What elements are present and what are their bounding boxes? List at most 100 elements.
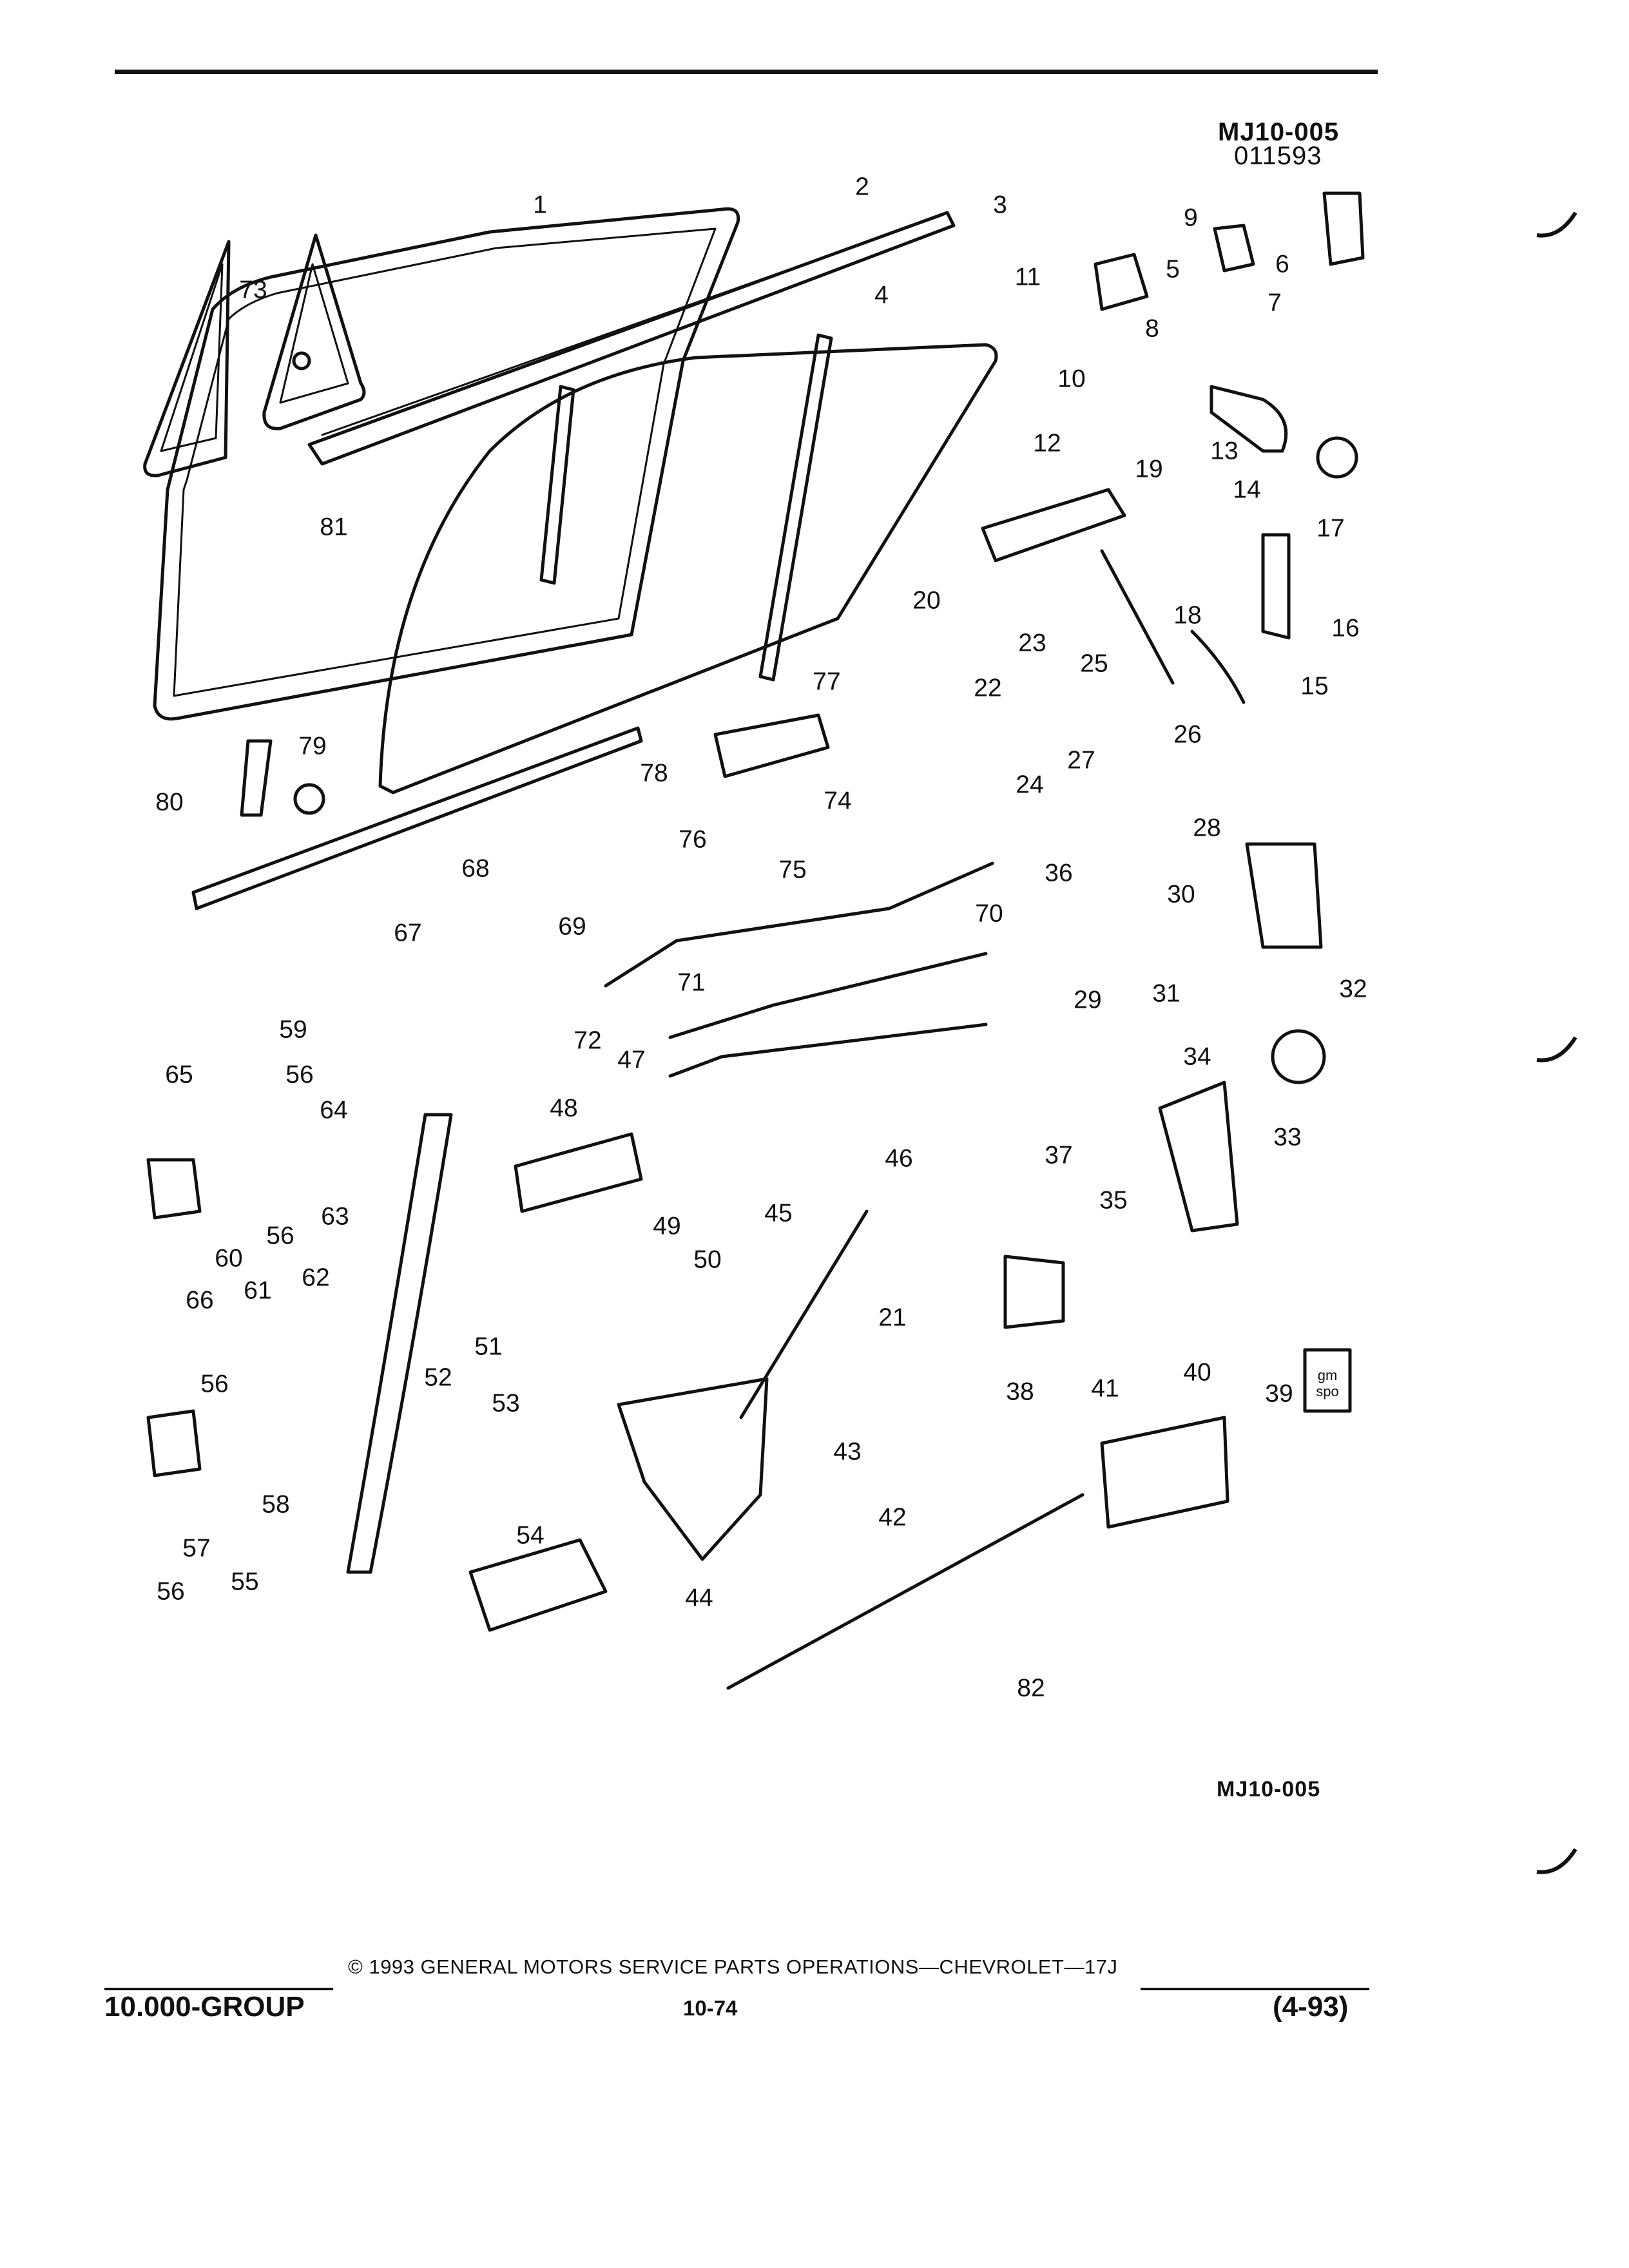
footer-date: (4-93) (1273, 1991, 1349, 2023)
margin-mark-middle (1536, 1036, 1577, 1062)
top-rule (115, 70, 1378, 74)
callout-76: 76 (679, 825, 707, 854)
part-47 (668, 1023, 988, 1078)
callout-34: 34 (1183, 1043, 1211, 1071)
callout-45: 45 (764, 1199, 793, 1227)
callout-10: 10 (1057, 365, 1086, 393)
callout-25: 25 (1080, 649, 1108, 678)
callout-23: 23 (1018, 629, 1046, 657)
diagram-code-bottom: MJ10-005 (1217, 1777, 1321, 1802)
callout-21: 21 (878, 1303, 907, 1332)
part-40 (1100, 1416, 1229, 1529)
callout-56-b: 56 (266, 1222, 294, 1250)
callout-32: 32 (1339, 975, 1367, 1003)
part-20 (981, 488, 1126, 562)
callout-16: 16 (1331, 614, 1360, 642)
callout-20: 20 (912, 586, 941, 615)
callout-1: 1 (533, 191, 547, 219)
callout-17: 17 (1316, 514, 1345, 543)
callout-77: 77 (813, 668, 841, 696)
callout-19: 19 (1135, 455, 1163, 483)
callout-4: 4 (874, 281, 889, 309)
callout-31: 31 (1152, 979, 1181, 1008)
part-13 (1210, 385, 1288, 453)
part-76 (713, 713, 830, 778)
callout-61: 61 (244, 1276, 272, 1305)
callout-55: 55 (231, 1568, 259, 1596)
callout-60: 60 (215, 1244, 243, 1273)
part-belt-moulding (307, 211, 956, 466)
callout-80: 80 (155, 788, 184, 816)
callout-30: 30 (1167, 880, 1195, 908)
callout-29: 29 (1074, 986, 1102, 1014)
part-6 (1322, 191, 1365, 266)
part-35 (1158, 1081, 1239, 1233)
part-door-glass (378, 343, 998, 794)
callout-48: 48 (550, 1094, 578, 1122)
part-30 (1245, 842, 1323, 949)
callout-59: 59 (279, 1015, 307, 1044)
part-82 (726, 1493, 1084, 1690)
callout-72: 72 (574, 1026, 602, 1055)
callout-54: 54 (516, 1521, 545, 1550)
margin-mark-top (1536, 211, 1577, 238)
callout-81: 81 (320, 513, 348, 541)
footer-rule-right (1141, 1988, 1369, 1990)
part-vent-windows (143, 233, 366, 477)
gm-spo-badge-line1: gm (1317, 1367, 1338, 1383)
callout-9: 9 (1184, 204, 1198, 232)
callout-43: 43 (833, 1437, 862, 1466)
callout-58: 58 (262, 1490, 290, 1519)
margin-mark-bottom (1536, 1848, 1577, 1874)
callout-53: 53 (492, 1389, 520, 1418)
part-72 (668, 952, 988, 1039)
part-15 (1261, 533, 1291, 640)
callout-2: 2 (855, 173, 869, 201)
callout-56-a: 56 (285, 1061, 314, 1089)
callout-74: 74 (824, 787, 852, 815)
part-38 (1003, 1254, 1065, 1329)
callout-14: 14 (1233, 476, 1261, 504)
gm-spo-badge (1303, 1348, 1352, 1413)
callout-37: 37 (1045, 1141, 1073, 1169)
callout-79: 79 (298, 732, 327, 760)
part-9 (1213, 224, 1255, 273)
part-17 (1316, 436, 1358, 479)
part-79 (293, 783, 325, 815)
part-5 (1094, 253, 1149, 311)
callout-41: 41 (1091, 1374, 1119, 1403)
callout-56-c: 56 (200, 1370, 229, 1398)
callout-57: 57 (182, 1534, 211, 1562)
callout-27: 27 (1067, 746, 1095, 774)
callout-35: 35 (1099, 1186, 1128, 1215)
callout-70: 70 (975, 899, 1003, 928)
callout-7: 7 (1268, 289, 1282, 317)
callout-69: 69 (558, 912, 586, 941)
callout-65: 65 (165, 1061, 193, 1089)
callout-39: 39 (1265, 1379, 1293, 1408)
callout-36: 36 (1045, 859, 1073, 887)
callout-24: 24 (1016, 771, 1044, 799)
callout-75: 75 (778, 856, 807, 884)
part-52 (346, 1113, 453, 1574)
callout-47: 47 (617, 1046, 646, 1074)
part-33 (1271, 1029, 1326, 1084)
callout-38: 38 (1006, 1378, 1034, 1406)
callout-15: 15 (1300, 672, 1329, 700)
callout-56-d: 56 (157, 1577, 185, 1606)
callout-22: 22 (974, 674, 1002, 702)
part-sill-weatherstrip (191, 726, 643, 910)
callout-8: 8 (1145, 314, 1159, 343)
callout-28: 28 (1193, 814, 1221, 842)
callout-51: 51 (474, 1332, 503, 1361)
part-45-arm (739, 1209, 869, 1419)
footer-copyright: © 1993 GENERAL MOTORS SERVICE PARTS OPER… (348, 1956, 1118, 1978)
callout-11: 11 (1014, 263, 1041, 291)
callout-63: 63 (321, 1202, 349, 1231)
callout-18: 18 (1173, 601, 1202, 629)
footer-group: 10.000-GROUP (104, 1991, 305, 2023)
callout-33: 33 (1273, 1123, 1302, 1151)
callout-78: 78 (640, 759, 668, 787)
callout-6: 6 (1275, 250, 1289, 278)
